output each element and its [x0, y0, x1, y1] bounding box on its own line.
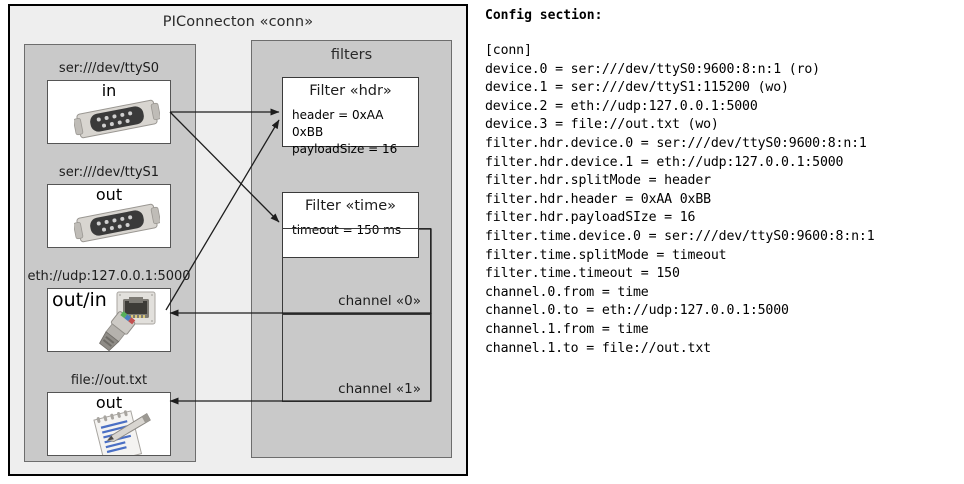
channel-label: channel «1» [338, 381, 421, 397]
text-file-icon [93, 410, 151, 455]
filter-attribute: payloadSize = 16 [292, 142, 398, 157]
device-label: ser:///dev/ttyS0 [58, 61, 160, 76]
device-label: ser:///dev/ttyS1 [58, 165, 160, 180]
device-node-file-out[interactable]: file://out.txt out [31, 373, 187, 461]
channel-box-0[interactable]: channel «0» [282, 228, 431, 314]
serial-port-icon [74, 99, 160, 139]
config-section-text: [conn] device.0 = ser:///dev/ttyS0:9600:… [485, 43, 875, 356]
channel-box-1[interactable]: channel «1» [282, 314, 431, 402]
filter-attributes: header = 0xAA 0xBB payloadSize = 16 [292, 107, 418, 158]
filter-title: Filter «hdr» [309, 83, 392, 99]
devices-panel: ser:///dev/ttyS0 in [24, 44, 196, 462]
filter-title: Filter «time» [304, 198, 397, 214]
filter-attribute: header = 0xAA 0xBB [292, 108, 384, 140]
device-direction: in [101, 81, 117, 100]
device-node-ttyS0[interactable]: ser:///dev/ttyS0 in [31, 61, 187, 149]
serial-port-icon [74, 203, 160, 243]
diagram-title: PIConnecton «conn» [162, 14, 314, 30]
device-node-ttyS1[interactable]: ser:///dev/ttyS1 out [31, 165, 187, 253]
device-box[interactable]: out [47, 392, 171, 456]
device-box[interactable]: out [47, 184, 171, 248]
filters-panel-title: filters [330, 47, 373, 63]
ethernet-plug-icon [99, 311, 136, 351]
config-section-heading: Config section: [485, 8, 603, 23]
device-direction: out [95, 393, 123, 412]
device-direction: out/in [52, 289, 107, 311]
config-section: Config section: [conn] device.0 = ser://… [482, 0, 964, 484]
device-node-eth-udp[interactable]: eth://udp:127.0.0.1:5000 out/in [19, 269, 199, 357]
device-direction: out [95, 185, 123, 204]
channel-label: channel «0» [338, 293, 421, 309]
device-box[interactable]: in [47, 80, 171, 144]
device-label: eth://udp:127.0.0.1:5000 [27, 269, 191, 284]
device-label: file://out.txt [70, 373, 148, 388]
filter-node-hdr[interactable]: Filter «hdr» header = 0xAA 0xBB payloadS… [282, 77, 419, 156]
device-box[interactable]: out/in [47, 288, 171, 352]
